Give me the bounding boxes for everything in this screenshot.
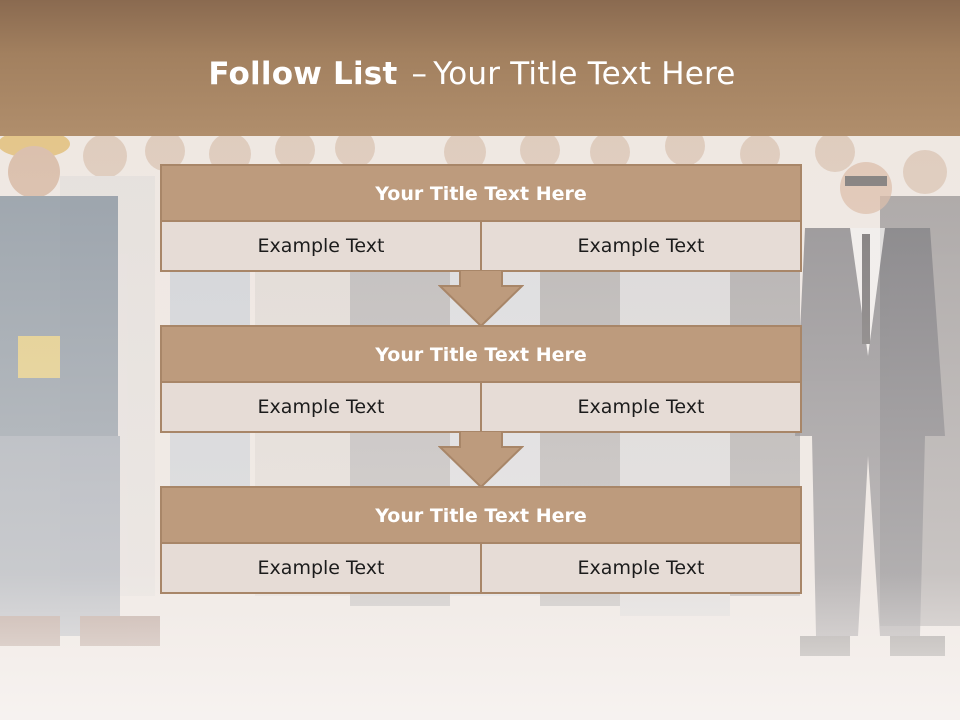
title-bold: Follow List xyxy=(208,56,398,92)
step-box-1: Your Title Text Here Example Text Exampl… xyxy=(160,164,802,272)
title-rest: Your Title Text Here xyxy=(433,56,736,92)
step-3-right-text: Example Text xyxy=(480,544,800,592)
step-1-left-text: Example Text xyxy=(162,222,480,270)
title-band xyxy=(0,0,960,136)
step-2-left-text: Example Text xyxy=(162,383,480,431)
step-3-left-text: Example Text xyxy=(162,544,480,592)
step-1-right-text: Example Text xyxy=(480,222,800,270)
step-row-2: Example Text Example Text xyxy=(162,383,800,431)
step-title-1: Your Title Text Here xyxy=(162,166,800,222)
title-dash: – xyxy=(411,56,428,92)
step-box-3: Your Title Text Here Example Text Exampl… xyxy=(160,486,802,594)
step-2-right-text: Example Text xyxy=(480,383,800,431)
step-box-2: Your Title Text Here Example Text Exampl… xyxy=(160,325,802,433)
step-title-2: Your Title Text Here xyxy=(162,327,800,383)
down-arrow-icon xyxy=(438,431,524,489)
step-row-1: Example Text Example Text xyxy=(162,222,800,270)
step-row-3: Example Text Example Text xyxy=(162,544,800,592)
slide-title: Follow List–Your Title Text Here xyxy=(0,56,944,92)
step-title-3: Your Title Text Here xyxy=(162,488,800,544)
down-arrow-icon xyxy=(438,270,524,328)
